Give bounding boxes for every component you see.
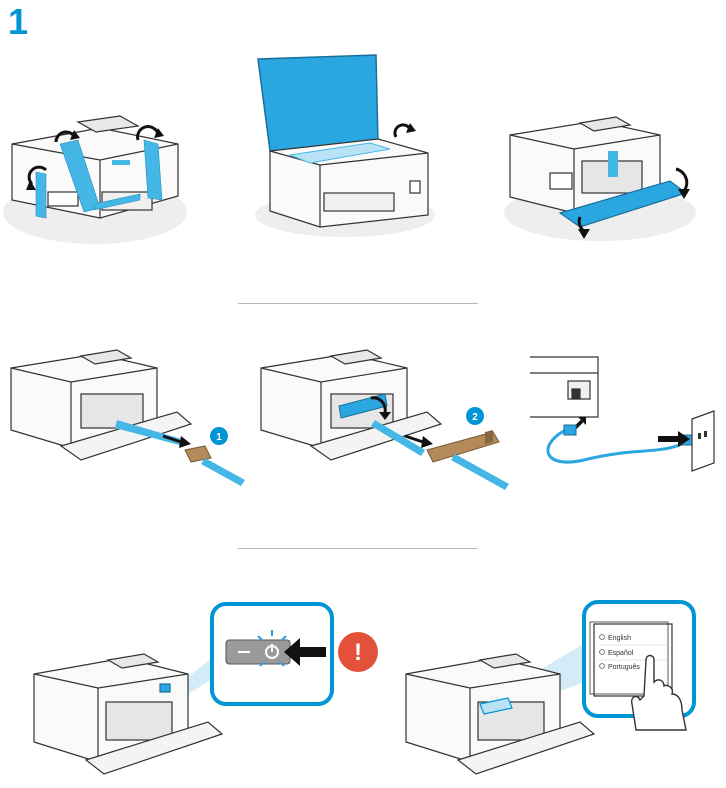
panel-connect-power	[530, 356, 715, 472]
language-option-label: Español	[608, 650, 634, 657]
pull-arrow-icon	[404, 434, 424, 444]
printer-illustration	[405, 653, 596, 775]
panel-press-power: !	[33, 602, 378, 775]
printer-illustration	[10, 349, 193, 461]
power-cord	[546, 429, 689, 464]
touchscreen-shadow	[589, 621, 669, 695]
section-divider	[238, 548, 478, 549]
printer-illustration	[33, 653, 224, 775]
language-menu: English Español Português	[598, 634, 668, 671]
tape-strip	[608, 151, 618, 177]
power-button-panel	[225, 639, 291, 665]
tape-strips	[35, 139, 163, 219]
panel-remove-packing-1: 1	[10, 349, 245, 486]
radio-icon	[599, 649, 605, 655]
badge-number-2: 2	[472, 412, 478, 423]
power-icon[interactable]	[265, 644, 279, 659]
arrowhead	[421, 436, 433, 448]
alert-icon	[338, 632, 378, 672]
radio-icon	[599, 663, 605, 669]
power-outlet-icon	[691, 410, 715, 472]
scanner-lid	[257, 54, 379, 152]
pull-arrow-icon	[162, 434, 182, 444]
tape-strip	[201, 458, 245, 486]
arrowhead	[678, 431, 690, 447]
packing-restraint	[338, 393, 388, 419]
arrowhead	[284, 638, 300, 666]
arrowhead	[578, 417, 586, 425]
panel-remove-tape-front	[3, 115, 187, 244]
packing-material-edge	[485, 430, 493, 444]
alert-symbol: !	[354, 639, 362, 666]
tape-strip	[451, 454, 509, 490]
glow-rays	[257, 630, 287, 667]
arrowheads	[578, 189, 690, 239]
touch-hand-icon	[630, 654, 687, 731]
packing-material	[426, 431, 500, 463]
step-number: 1	[8, 1, 29, 42]
printer-illustration	[260, 349, 443, 461]
power-plug-icon	[563, 424, 577, 436]
tape-strip	[288, 142, 391, 164]
tape-strip	[115, 420, 185, 446]
panel-select-language: English Español Português	[405, 600, 696, 775]
badge-circle-1	[210, 427, 228, 445]
packing-material	[184, 445, 212, 463]
radio-icon	[599, 634, 605, 640]
panel-open-front-door	[504, 116, 696, 241]
arrowhead	[179, 436, 191, 448]
language-option[interactable]: English	[599, 634, 631, 642]
arrowheads	[26, 128, 164, 190]
badge-number-1: 1	[216, 432, 222, 443]
tape-strip	[371, 420, 425, 456]
panel-open-scanner-lid	[255, 54, 435, 237]
language-option[interactable]: Português	[599, 663, 641, 671]
language-option-label: English	[608, 635, 631, 642]
arrowhead	[379, 412, 391, 420]
rotate-arrow-icon	[393, 123, 412, 138]
language-option[interactable]: Español	[599, 649, 634, 657]
panel-remove-packing-2: 2	[260, 349, 509, 490]
rotate-arrow-icon	[370, 396, 387, 413]
language-option-label: Português	[608, 664, 640, 671]
arrowhead	[406, 123, 416, 133]
printer-back-view	[530, 356, 599, 418]
section-divider	[238, 303, 478, 304]
badge-circle-2	[466, 407, 484, 425]
